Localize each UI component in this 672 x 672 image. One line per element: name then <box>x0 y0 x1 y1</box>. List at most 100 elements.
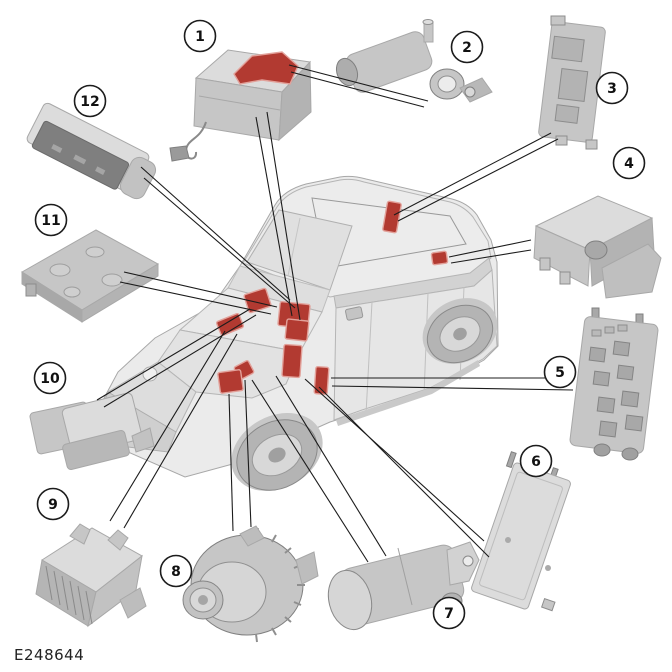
callout-circle <box>612 146 646 180</box>
component-converter-module <box>35 523 147 628</box>
leader-line <box>140 166 291 301</box>
module-bracket <box>601 243 662 299</box>
module-sensor <box>584 240 608 260</box>
callout-circle <box>36 487 70 521</box>
callout-number: 10 <box>40 371 60 387</box>
callout-3: 3 <box>595 71 629 105</box>
junction-box-detail-2 <box>557 67 589 103</box>
panel-foot <box>541 597 556 612</box>
component-location-highlight <box>284 318 310 342</box>
component-long-module <box>26 102 157 200</box>
vehicle-windshield <box>246 209 353 291</box>
callout-circle <box>159 554 193 588</box>
starter-end-cap <box>327 569 373 631</box>
component-location-highlight <box>382 200 402 234</box>
component-control-module <box>533 195 662 299</box>
figure-code: E248644 <box>14 646 84 664</box>
component-starter-motor <box>327 541 480 631</box>
callout-number: 5 <box>555 365 565 381</box>
leader-line <box>109 330 226 522</box>
leader-line <box>251 379 369 563</box>
leader-line <box>397 138 559 222</box>
starter-flange-hole <box>462 555 474 567</box>
fuse-box-fuses <box>591 324 628 337</box>
leader-line <box>143 177 296 309</box>
junction-box-foot-2 <box>585 139 598 150</box>
leader-line <box>255 116 293 317</box>
alternator-pulley-hub <box>198 595 208 605</box>
starter-flange <box>446 541 480 586</box>
clamp-stud-cap <box>422 19 434 25</box>
callout-circle <box>595 71 629 105</box>
vehicle-illustration <box>94 175 499 491</box>
leader-line <box>228 393 234 532</box>
component-location-highlight <box>281 343 303 379</box>
leader-line <box>450 249 532 264</box>
highlight-markers <box>215 200 449 395</box>
component-location-highlight <box>313 366 330 395</box>
starter-seam <box>397 547 413 606</box>
callout-number: 4 <box>624 156 634 172</box>
component-location-highlight <box>215 312 245 337</box>
leader-line <box>266 111 301 321</box>
callout-number: 2 <box>462 40 472 56</box>
component-fuse-box <box>569 307 659 461</box>
tray-edge-right <box>81 263 159 323</box>
leader-line <box>448 239 532 258</box>
callout-1: 1 <box>183 19 217 53</box>
battery-cable <box>184 121 207 160</box>
leader-line <box>331 385 574 391</box>
component-location-highlight <box>217 369 244 394</box>
callout-circle <box>432 596 466 630</box>
panel-inset <box>479 471 563 601</box>
callout-number: 11 <box>41 213 60 229</box>
component-location-highlight <box>243 287 272 314</box>
tray-top <box>21 229 160 311</box>
module-foot-1 <box>539 257 551 271</box>
leader-line <box>123 271 278 308</box>
component-mount-panel <box>471 451 571 612</box>
windshield-divider <box>287 217 301 277</box>
callout-circle <box>33 361 67 395</box>
callout-number: 12 <box>80 94 99 110</box>
leader-line <box>96 308 251 401</box>
leader-line <box>244 379 252 528</box>
component-location-highlight <box>430 250 449 266</box>
converter-tab-2 <box>107 529 129 551</box>
junction-box-detail-3 <box>554 104 580 124</box>
mirror <box>345 306 364 321</box>
battery-clamp-highlight <box>233 51 299 85</box>
callout-number: 1 <box>195 29 205 45</box>
leader-line <box>290 71 425 108</box>
panel-screw-2 <box>545 565 551 571</box>
callout-number: 6 <box>531 454 541 470</box>
bracket-lower-plate <box>62 429 130 471</box>
callout-circle <box>519 444 553 478</box>
callout-circle <box>183 19 217 53</box>
clamp-bolt-plate <box>459 77 493 103</box>
callout-circle <box>34 203 68 237</box>
callout-6: 6 <box>519 444 553 478</box>
callout-5: 5 <box>543 355 577 389</box>
fuse-box-relays <box>588 340 644 438</box>
callout-8: 8 <box>159 554 193 588</box>
leader-line <box>103 314 257 408</box>
callout-7: 7 <box>432 596 466 630</box>
converter-bracket <box>119 587 147 619</box>
alternator-ear-right <box>295 551 319 585</box>
clamp-bolt <box>464 86 476 98</box>
converter-tab-1 <box>69 523 91 545</box>
component-alternator <box>182 525 319 643</box>
callout-number: 9 <box>48 497 58 513</box>
panel-screw-1 <box>505 537 511 543</box>
clamp-boot <box>345 31 433 93</box>
tray-foot <box>25 283 37 297</box>
sill-shadow <box>336 360 480 426</box>
battery-seam <box>198 95 281 111</box>
module-foot-2 <box>559 271 571 285</box>
leader-line <box>123 333 238 529</box>
junction-box-tab-top <box>550 15 566 26</box>
